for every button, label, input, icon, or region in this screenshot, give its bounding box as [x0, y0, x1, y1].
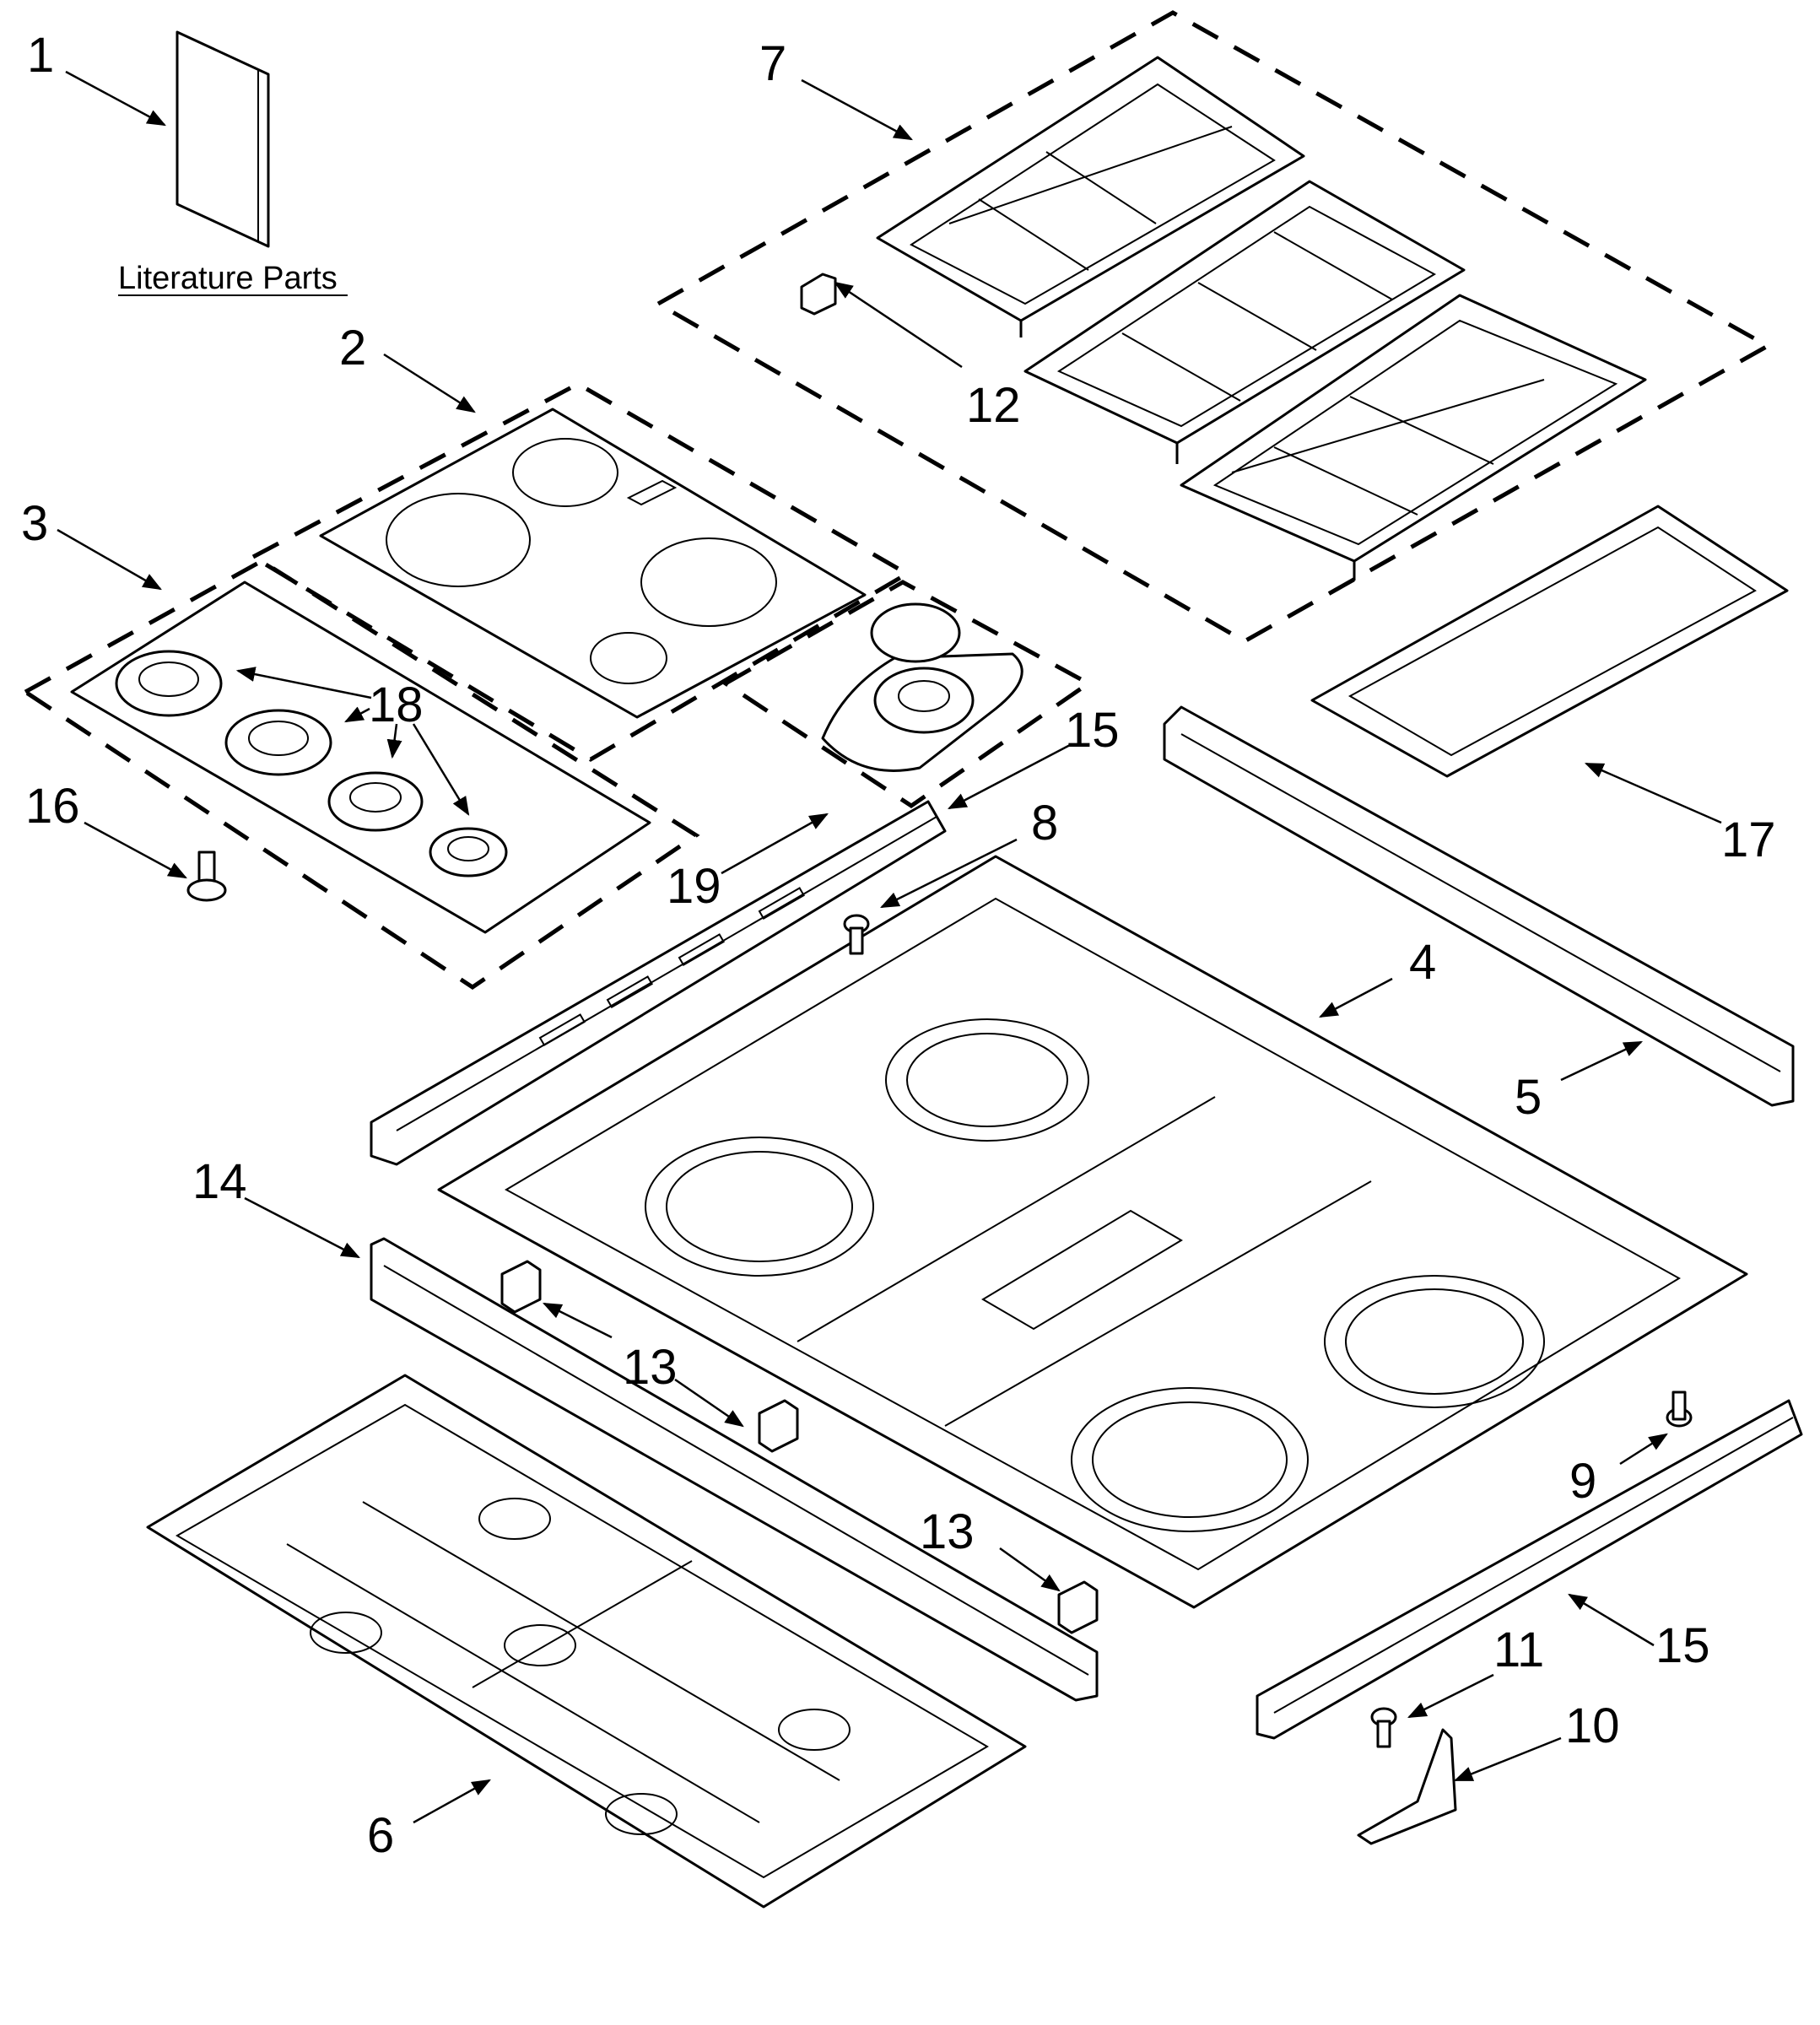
callout-5: 5: [1515, 1070, 1542, 1125]
callout-8: 8: [1031, 796, 1058, 850]
callout-18: 18: [369, 678, 424, 732]
part-10-bracket[interactable]: [1357, 1728, 1457, 1845]
callout-19: 19: [667, 859, 721, 914]
callout-15-upper: 15: [1065, 703, 1120, 758]
part-19-griddle-burner[interactable]: [821, 602, 1023, 772]
part-6-bottom-tray[interactable]: [146, 1374, 1027, 1909]
group-2-boundary: [248, 381, 911, 762]
burner-cap: [115, 650, 223, 717]
callout-16: 16: [25, 779, 80, 834]
callout-15-lower: 15: [1655, 1618, 1710, 1673]
part-2-cooktop-glass[interactable]: [319, 408, 867, 719]
callout-11: 11: [1493, 1623, 1544, 1677]
part-8-screw[interactable]: [843, 914, 870, 955]
callout-14: 14: [192, 1154, 247, 1209]
callout-6: 6: [367, 1808, 394, 1863]
part-15-front-trim-upper[interactable]: [370, 800, 947, 1166]
part-15-front-trim-lower[interactable]: [1256, 1399, 1803, 1740]
callout-9: 9: [1569, 1454, 1596, 1509]
part-14-front-panel[interactable]: [370, 1237, 1099, 1702]
callout-labels: 1 2 3 4 5 6 7 8 9 10 11 12 13 13 14 15 1…: [21, 28, 1776, 1863]
callout-17: 17: [1721, 813, 1776, 867]
part-1-literature[interactable]: [176, 30, 270, 248]
group-7-boundary: [653, 10, 1773, 644]
part-11-screw[interactable]: [1370, 1707, 1397, 1748]
callout-3: 3: [21, 496, 48, 551]
part-13-clip-c[interactable]: [1057, 1580, 1099, 1634]
part-13-clip-b[interactable]: [758, 1399, 799, 1453]
leader-lines: [57, 70, 1722, 1824]
part-7-grates[interactable]: [876, 56, 1647, 580]
part-17-griddle[interactable]: [1310, 505, 1789, 778]
part-16-igniter[interactable]: [186, 850, 227, 902]
callout-10: 10: [1565, 1698, 1620, 1753]
literature-parts-label: Literature Parts: [118, 261, 338, 296]
part-5-rear-trim[interactable]: [1163, 705, 1795, 1107]
group-3-boundary: [21, 559, 700, 991]
callout-13-lower: 13: [920, 1504, 975, 1559]
callout-4: 4: [1409, 935, 1436, 990]
part-12-grate-foot[interactable]: [800, 273, 837, 316]
callout-13-upper: 13: [623, 1340, 678, 1395]
part-4-burner-box[interactable]: [437, 855, 1748, 1609]
callout-12: 12: [966, 378, 1021, 433]
part-13-clip-a[interactable]: [500, 1260, 542, 1314]
callout-2: 2: [339, 321, 366, 375]
callout-7: 7: [759, 36, 786, 91]
part-9-screw[interactable]: [1666, 1390, 1693, 1428]
callout-1: 1: [27, 28, 54, 83]
part-3-burner-top[interactable]: [70, 580, 651, 934]
